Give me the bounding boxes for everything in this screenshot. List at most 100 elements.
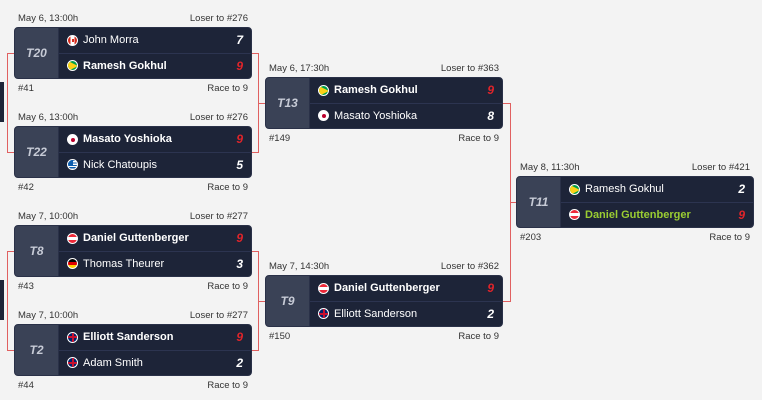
match-scoreboard[interactable]: T9 Daniel Guttenberger 9 Elliott Sanders… [265,275,503,327]
japan-flag-icon [67,133,78,145]
race-length: Race to 9 [207,380,248,391]
player-name: Ramesh Gokhul [585,183,664,196]
player-score: 9 [487,281,494,296]
match-card-t22[interactable]: May 6, 13:00h Loser to #276 T22 Masato Y… [14,111,252,194]
match-datetime: May 7, 10:00h [18,211,79,222]
previous-round-card-edge [0,280,4,320]
match-card-t2[interactable]: May 7, 10:00h Loser to #277 T2 Elliott S… [14,309,252,392]
player-row[interactable]: Adam Smith 2 [59,351,251,376]
player-list: Ramesh Gokhul 9 Masato Yoshioka 8 [310,78,502,128]
loser-destination: Loser to #362 [440,261,499,272]
match-card-t20[interactable]: May 6, 13:00h Loser to #276 T20 John Mor… [14,12,252,95]
player-row[interactable]: Daniel Guttenberger 9 [561,203,753,228]
match-datetime: May 8, 11:30h [520,162,580,173]
player-name: Nick Chatoupis [83,158,157,171]
player-name: John Morra [83,34,139,47]
player-name: Masato Yoshioka [334,109,418,122]
player-score: 7 [236,33,243,48]
match-scoreboard[interactable]: T11 Ramesh Gokhul 2 Daniel Guttenberger … [516,176,754,228]
match-datetime: May 6, 17:30h [269,63,330,74]
match-meta-bottom: #43 Race to 9 [14,280,252,293]
match-meta-top: May 7, 10:00h Loser to #277 [14,210,252,223]
match-meta-top: May 6, 13:00h Loser to #276 [14,12,252,25]
player-row[interactable]: Daniel Guttenberger 9 [59,226,251,252]
loser-destination: Loser to #363 [440,63,499,74]
match-scoreboard[interactable]: T2 Elliott Sanderson 9 Adam Smith 2 [14,324,252,376]
player-score: 9 [236,58,243,73]
guyana-flag-icon [318,84,329,96]
player-row[interactable]: Nick Chatoupis 5 [59,153,251,178]
bracket-connector [7,350,14,351]
match-datetime: May 6, 13:00h [18,13,79,24]
loser-destination: Loser to #277 [189,310,248,321]
player-score: 2 [236,355,243,370]
player-score: 2 [487,306,494,321]
player-score: 9 [487,83,494,98]
bracket-connector [7,53,8,153]
match-card-t11[interactable]: May 8, 11:30h Loser to #421 T11 Ramesh G… [516,161,754,244]
match-scoreboard[interactable]: T13 Ramesh Gokhul 9 Masato Yoshioka 8 [265,77,503,129]
player-score: 8 [487,108,494,123]
match-datetime: May 7, 10:00h [18,310,79,321]
player-row[interactable]: Ramesh Gokhul 9 [59,54,251,79]
match-meta-bottom: #44 Race to 9 [14,379,252,392]
player-list: John Morra 7 Ramesh Gokhul 9 [59,28,251,78]
match-datetime: May 6, 13:00h [18,112,79,123]
player-row[interactable]: Elliott Sanderson 2 [310,302,502,327]
match-card-t9[interactable]: May 7, 14:30h Loser to #362 T9 Daniel Gu… [265,260,503,343]
match-meta-bottom: #42 Race to 9 [14,181,252,194]
match-number: #203 [520,232,542,243]
player-score: 9 [236,231,243,246]
player-score: 3 [236,256,243,271]
bracket-connector [258,103,265,104]
match-scoreboard[interactable]: T22 Masato Yoshioka 9 Nick Chatoupis 5 [14,126,252,178]
bracket-connector [7,251,14,252]
bracket-connector [510,202,516,203]
table-number: T11 [517,177,561,227]
austria-flag-icon [318,282,329,294]
guyana-flag-icon [67,60,78,72]
bracket-connector [7,251,8,351]
player-score: 9 [738,207,745,222]
uk-flag-icon [67,357,78,369]
previous-round-card-edge [0,82,4,122]
austria-flag-icon [569,209,580,221]
player-name: Elliott Sanderson [83,331,174,344]
match-card-t13[interactable]: May 6, 17:30h Loser to #363 T13 Ramesh G… [265,62,503,145]
japan-flag-icon [318,110,329,122]
match-number: #44 [18,380,34,391]
match-scoreboard[interactable]: T20 John Morra 7 Ramesh Gokhul 9 [14,27,252,79]
match-card-t8[interactable]: May 7, 10:00h Loser to #277 T8 Daniel Gu… [14,210,252,293]
player-name: Masato Yoshioka [83,133,172,146]
player-row[interactable]: Ramesh Gokhul 9 [310,78,502,104]
player-score: 2 [738,182,745,197]
player-row[interactable]: Daniel Guttenberger 9 [310,276,502,302]
player-row[interactable]: Thomas Theurer 3 [59,252,251,277]
player-row[interactable]: Elliott Sanderson 9 [59,325,251,351]
match-meta-top: May 7, 14:30h Loser to #362 [265,260,503,273]
match-scoreboard[interactable]: T8 Daniel Guttenberger 9 Thomas Theurer … [14,225,252,277]
match-meta-top: May 8, 11:30h Loser to #421 [516,161,754,174]
player-row[interactable]: Masato Yoshioka 8 [310,104,502,129]
player-name: Daniel Guttenberger [585,208,691,221]
player-row[interactable]: Masato Yoshioka 9 [59,127,251,153]
loser-destination: Loser to #421 [691,162,750,173]
player-name: Ramesh Gokhul [334,84,418,97]
match-meta-bottom: #149 Race to 9 [265,132,503,145]
greece-flag-icon [67,159,78,171]
player-row[interactable]: Ramesh Gokhul 2 [561,177,753,203]
race-length: Race to 9 [458,331,499,342]
match-meta-bottom: #41 Race to 9 [14,82,252,95]
match-datetime: May 7, 14:30h [269,261,330,272]
race-length: Race to 9 [458,133,499,144]
table-number: T8 [15,226,59,276]
race-length: Race to 9 [709,232,750,243]
player-row[interactable]: John Morra 7 [59,28,251,54]
match-meta-top: May 6, 13:00h Loser to #276 [14,111,252,124]
player-list: Masato Yoshioka 9 Nick Chatoupis 5 [59,127,251,177]
bracket-connector [252,350,258,351]
match-meta-bottom: #150 Race to 9 [265,330,503,343]
table-number: T20 [15,28,59,78]
player-list: Elliott Sanderson 9 Adam Smith 2 [59,325,251,375]
canada-flag-icon [67,34,78,46]
